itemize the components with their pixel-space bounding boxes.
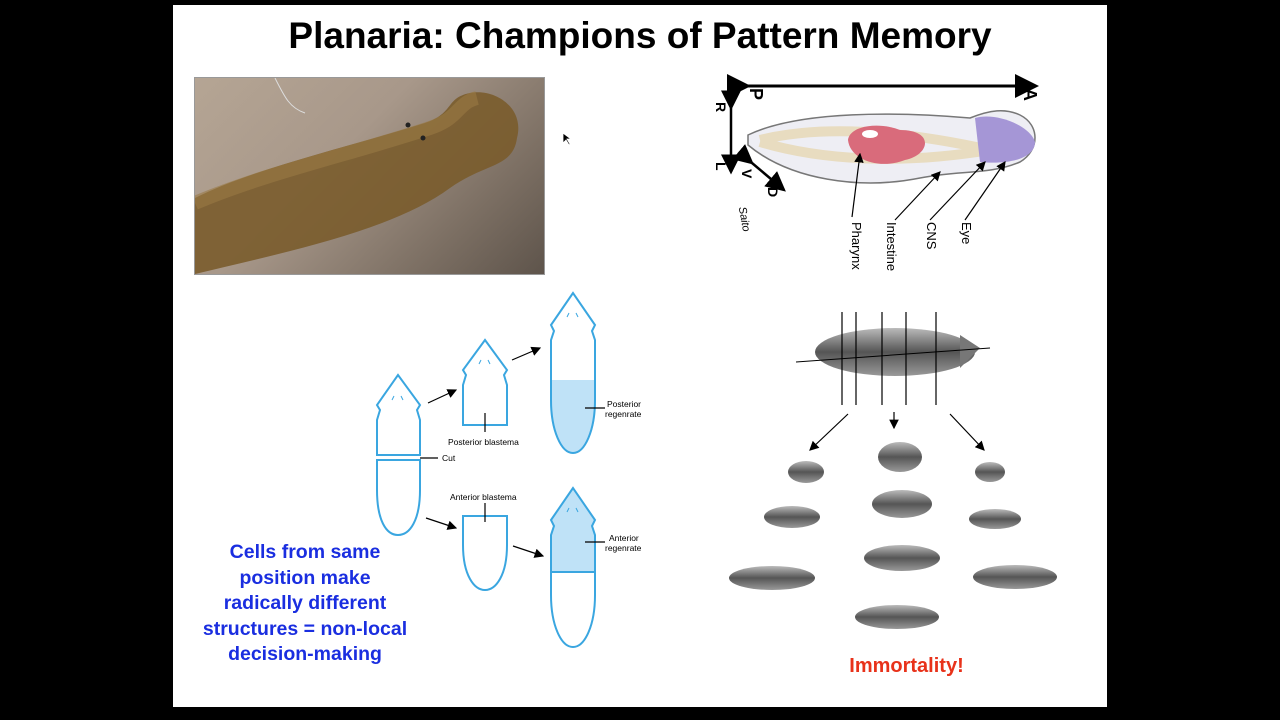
slide-title: Planaria: Champions of Pattern Memory: [288, 15, 992, 56]
immortality-label: Immortality!: [849, 655, 964, 677]
label-anterior-regenerate-2: regenrate: [605, 543, 642, 553]
caption-line: position make: [239, 566, 371, 589]
caption-line: decision-making: [228, 643, 382, 665]
axis-v: V: [739, 169, 755, 179]
axis-r: R: [713, 102, 729, 112]
planarian-photo-image: [195, 78, 519, 274]
caption-text: Cells from same position make radically …: [178, 540, 432, 668]
mouse-cursor-icon: [562, 132, 572, 146]
signature-saito: Saito: [736, 206, 752, 233]
label-posterior-blastema: Posterior blastema: [448, 437, 519, 447]
axis-a: A: [1020, 88, 1040, 101]
label-eye: Eye: [959, 222, 974, 244]
axis-l: L: [713, 162, 729, 171]
label-cns: CNS: [924, 222, 939, 250]
axis-d: D: [765, 187, 781, 197]
label-anterior-blastema: Anterior blastema: [450, 492, 517, 502]
fragment-regeneration-figure: [729, 312, 1057, 629]
label-cut: Cut: [442, 453, 456, 463]
regeneration-diagram: Cut Posterior blastema Anterior blastema…: [375, 291, 642, 649]
caption-line: radically different: [223, 592, 387, 614]
label-pharynx: Pharynx: [849, 222, 864, 270]
label-posterior-regenerate-2: regenrate: [605, 409, 642, 419]
planarian-photo: [194, 77, 545, 275]
anatomy-diagram: P A R L V D Saito Pharynx Intestine CNS …: [713, 74, 1040, 271]
axis-p: P: [746, 88, 766, 100]
caption-line: structures = non-local: [202, 617, 408, 640]
caption-line: Cells from same: [229, 541, 381, 563]
label-posterior-regenerate-1: Posterior: [607, 399, 641, 409]
label-anterior-regenerate-1: Anterior: [609, 533, 639, 543]
label-intestine: Intestine: [884, 222, 899, 271]
